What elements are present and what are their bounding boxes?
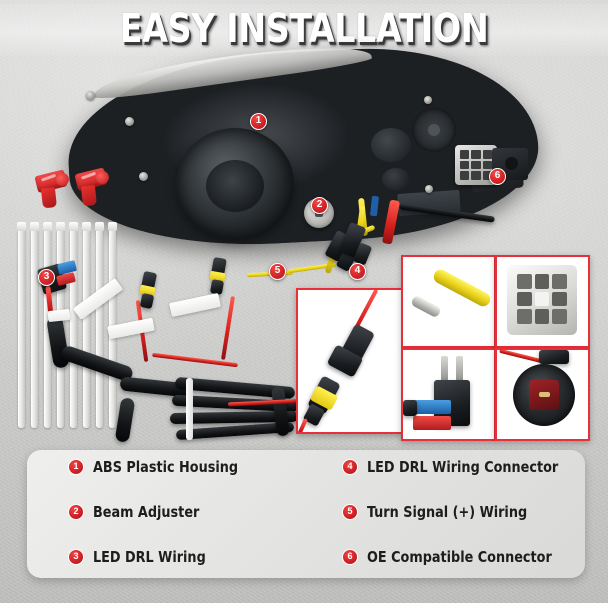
legend-marker-2: 2 <box>68 504 84 520</box>
legend-marker-4: 4 <box>342 459 358 475</box>
cooling-fan <box>412 108 456 152</box>
legend-item-4: 4 LED DRL Wiring Connector <box>342 458 568 476</box>
legend-item-2: 2 Beam Adjuster <box>68 503 205 521</box>
legend-label-6: OE Compatible Connector <box>367 548 552 566</box>
inset-fuse-tap <box>401 348 496 441</box>
callout-marker-4[interactable]: 4 <box>349 263 366 280</box>
connector-pin-grid <box>460 150 492 180</box>
inset-bulb-socket <box>495 348 590 441</box>
screw-icon <box>425 185 433 193</box>
legend-item-3: 3 LED DRL Wiring <box>68 548 212 566</box>
legend-item-1: 1 ABS Plastic Housing <box>68 458 246 476</box>
legend-item-6: 6 OE Compatible Connector <box>342 548 562 566</box>
legend-marker-5: 5 <box>342 504 358 520</box>
bulb-access-cap-small <box>382 168 410 190</box>
screw-icon <box>424 96 432 104</box>
screw-icon <box>86 91 95 100</box>
page-title: EASY INSTALLATION <box>119 6 489 52</box>
legend-marker-3: 3 <box>68 549 84 565</box>
fuse-tap-lead <box>403 400 417 416</box>
legend-label-5: Turn Signal (+) Wiring <box>367 503 528 521</box>
bulb-access-cap <box>371 128 411 162</box>
red-fuse <box>413 416 451 430</box>
projector-lens-inner <box>206 160 264 212</box>
wire-label-tag <box>47 308 71 323</box>
screw-icon <box>125 117 134 126</box>
bracket-hole <box>505 157 518 170</box>
inset-drl-connector <box>296 288 403 434</box>
legend-item-5: 5 Turn Signal (+) Wiring <box>342 503 536 521</box>
screw-icon <box>139 172 148 181</box>
legend-label-2: Beam Adjuster <box>93 503 200 521</box>
callout-marker-6[interactable]: 6 <box>489 168 506 185</box>
legend-marker-6: 6 <box>342 549 358 565</box>
callout-marker-3[interactable]: 3 <box>38 269 55 286</box>
socket-contact <box>539 392 550 397</box>
inset-oe-socket-white <box>495 255 590 348</box>
inset-yellow-wire <box>401 255 496 348</box>
legend-label-4: LED DRL Wiring Connector <box>367 458 559 476</box>
stripped-copper-tip <box>410 294 442 319</box>
callout-marker-5[interactable]: 5 <box>269 263 286 280</box>
callout-marker-1[interactable]: 1 <box>250 113 267 130</box>
fuse-tap-blade <box>456 356 463 382</box>
legend-label-1: ABS Plastic Housing <box>93 458 239 476</box>
fuse-tap-blade <box>441 356 448 382</box>
blue-fuse <box>413 400 451 414</box>
legend-marker-1: 1 <box>68 459 84 475</box>
connector-pin-grid <box>517 274 567 324</box>
yellow-wire-insulation <box>431 267 493 309</box>
legend-label-3: LED DRL Wiring <box>93 548 206 566</box>
coil-cable-tie <box>186 378 193 440</box>
header-band <box>0 4 608 56</box>
callout-marker-2[interactable]: 2 <box>311 197 328 214</box>
legend-panel: 1 ABS Plastic Housing 2 Beam Adjuster 3 … <box>27 450 585 578</box>
